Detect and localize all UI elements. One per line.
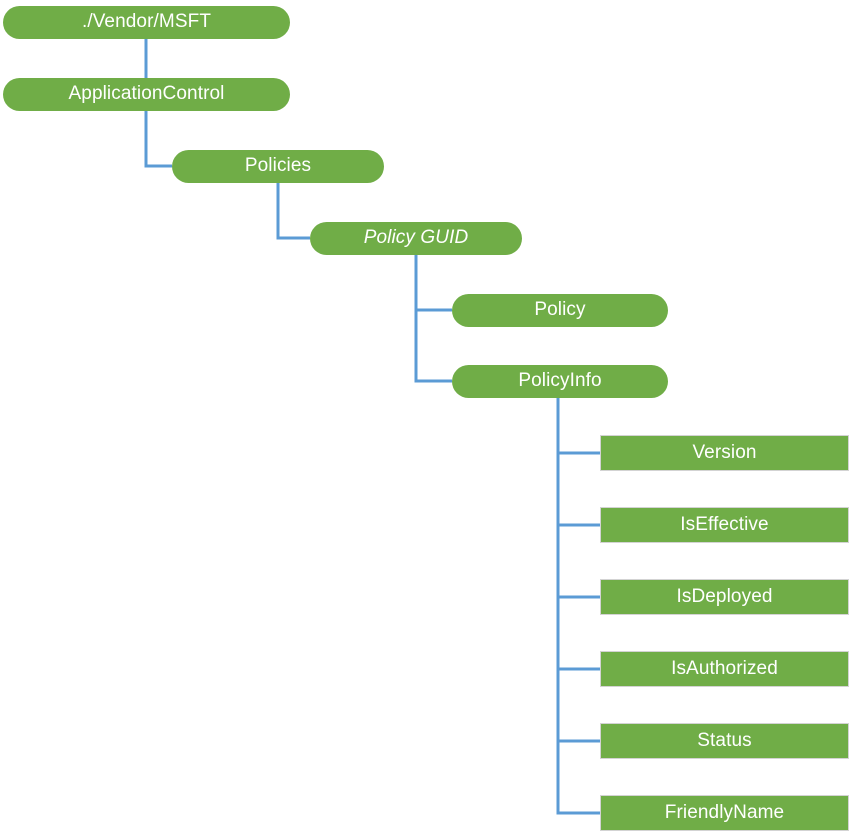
node-label: Policy GUID [363,227,469,249]
node-policies[interactable]: Policies [172,150,384,183]
node-label: PolicyInfo [518,370,602,392]
node-status[interactable]: Status [600,723,849,759]
node-iseffective[interactable]: IsEffective [600,507,849,543]
node-version[interactable]: Version [600,435,849,471]
node-label: ApplicationControl [68,83,225,105]
node-label: IsEffective [680,513,769,535]
connector-appcontrol-to-policies [144,111,172,168]
connector-policyinfo-to-iseffective [556,398,600,527]
node-appcontrol[interactable]: ApplicationControl [3,78,290,111]
node-label: ./Vendor/MSFT [81,11,212,33]
node-policy[interactable]: Policy [452,294,668,327]
connector-policyinfo-to-status [556,398,600,743]
connector-policyguid-to-policyinfo [414,255,452,383]
node-isdeployed[interactable]: IsDeployed [600,579,849,615]
node-policyguid[interactable]: Policy GUID [310,222,522,255]
connector-policyinfo-to-isauthorized [556,398,600,671]
node-label: IsAuthorized [671,657,778,679]
node-label: Policy [534,299,586,321]
node-label: FriendlyName [664,801,785,823]
connector-policyinfo-to-friendlyname [556,398,600,815]
node-label: Status [697,729,752,751]
connector-policyguid-to-policy [414,255,452,312]
node-label: Policies [244,155,312,177]
node-label: Version [692,441,757,463]
connector-policyinfo-to-isdeployed [556,398,600,599]
connector-policyinfo-to-version [556,398,600,455]
node-friendlyname[interactable]: FriendlyName [600,795,849,831]
node-policyinfo[interactable]: PolicyInfo [452,365,668,398]
node-vendor[interactable]: ./Vendor/MSFT [3,6,290,39]
node-isauthorized[interactable]: IsAuthorized [600,651,849,687]
node-label: IsDeployed [676,585,773,607]
connector-policies-to-policyguid [276,183,310,240]
